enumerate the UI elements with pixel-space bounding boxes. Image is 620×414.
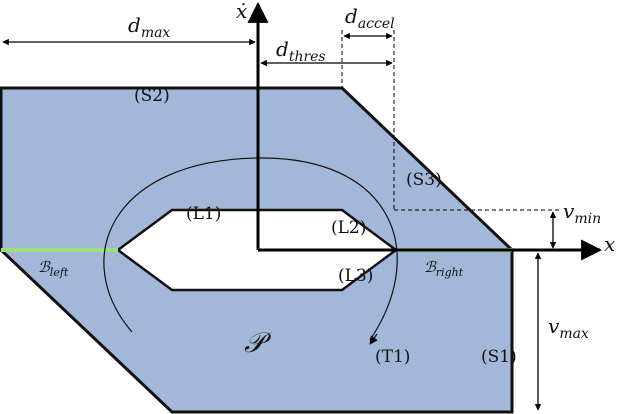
t1-label: (T1) xyxy=(375,347,410,367)
trajectory-t1-arrow xyxy=(369,333,378,345)
vmin-label: vmin xyxy=(563,199,601,227)
s2-label: (S2) xyxy=(134,86,170,106)
l3-label: (L3) xyxy=(338,266,373,286)
b-left-label: ℬleft xyxy=(38,258,69,279)
daccel-label: daccel xyxy=(345,4,395,32)
dmax-label: dmax xyxy=(128,13,170,41)
s3-label: (S3) xyxy=(406,170,442,190)
l2-label: (L2) xyxy=(331,218,366,238)
x-dot-axis-label: ẋ xyxy=(236,0,247,23)
x-axis-label: x xyxy=(604,232,615,256)
vmax-label: vmax xyxy=(548,314,589,342)
dthres-label: dthres xyxy=(276,37,326,65)
b-right-label: ℬright xyxy=(424,258,464,279)
l1-label: (L1) xyxy=(186,204,221,224)
s1-label: (S1) xyxy=(481,347,517,367)
